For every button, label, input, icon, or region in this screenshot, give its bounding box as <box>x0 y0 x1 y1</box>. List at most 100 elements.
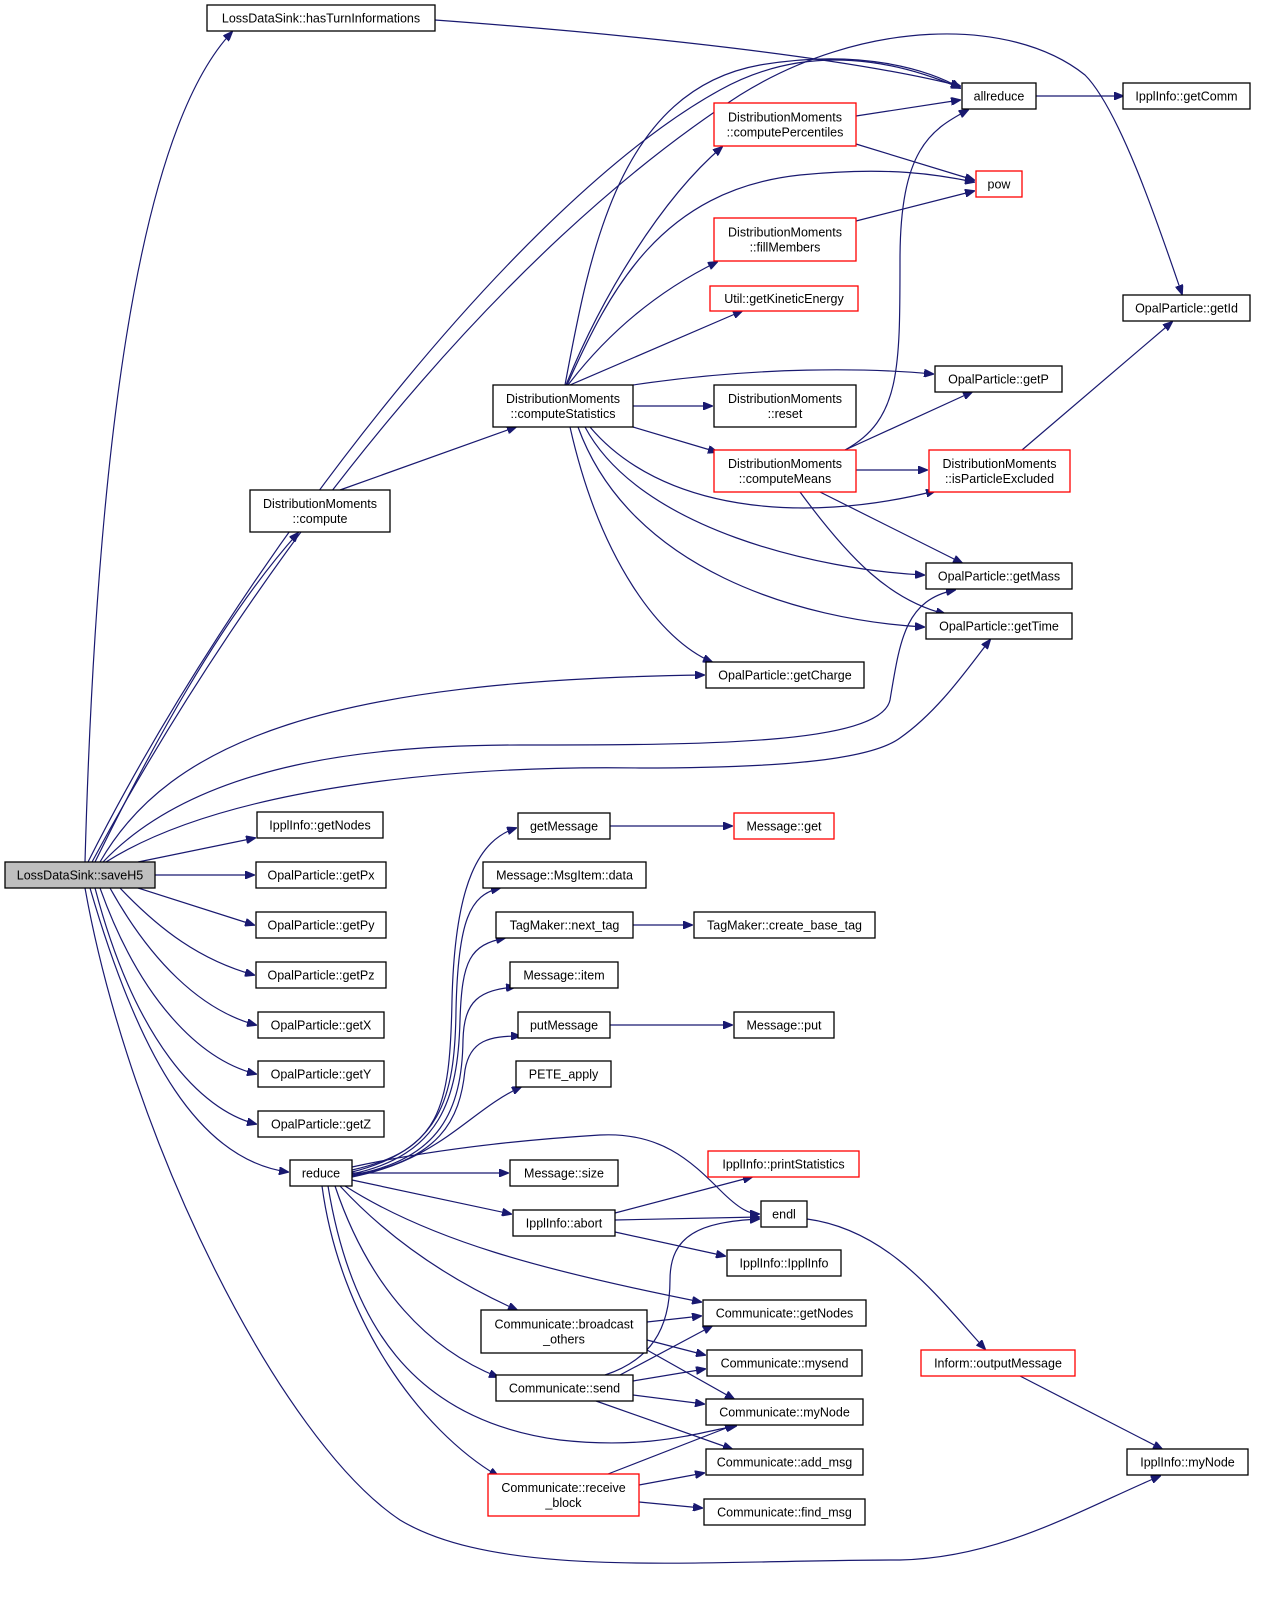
node-getp[interactable]: OpalParticle::getP <box>934 365 1063 393</box>
edge-reduce-to-commgetnodes <box>344 1185 701 1302</box>
node-label: IpplInfo::IpplInfo <box>740 1257 829 1271</box>
edge-savehs-to-getpy <box>137 887 254 925</box>
node-comppct[interactable]: DistributionMoments::computePercentiles <box>713 102 857 147</box>
node-send[interactable]: Communicate::send <box>495 1374 634 1402</box>
node-compmeans[interactable]: DistributionMoments::computeMeans <box>713 449 857 493</box>
node-box <box>495 1374 634 1402</box>
node-createtag[interactable]: TagMaker::create_base_tag <box>693 911 876 939</box>
node-getx[interactable]: OpalParticle::getX <box>257 1011 385 1039</box>
node-printstats[interactable]: IpplInfo::printStatistics <box>707 1150 860 1178</box>
node-box <box>975 170 1023 198</box>
node-endl[interactable]: endl <box>760 1200 808 1228</box>
node-label: Message::item <box>523 969 604 983</box>
node-allreduce[interactable]: allreduce <box>961 82 1037 110</box>
node-mysend[interactable]: Communicate::mysend <box>706 1349 863 1377</box>
node-commgetnodes[interactable]: Communicate::getNodes <box>702 1299 867 1327</box>
node-getpx[interactable]: OpalParticle::getPx <box>255 861 387 889</box>
node-fillmem[interactable]: DistributionMoments::fillMembers <box>713 217 857 262</box>
node-hasturn[interactable]: LossDataSink::hasTurnInformations <box>206 4 436 32</box>
node-label: Util::getKineticEnergy <box>724 292 844 306</box>
edge-recvblock-to-mynode <box>607 1425 734 1475</box>
node-label: OpalParticle::getTime <box>939 620 1059 634</box>
node-label: OpalParticle::getY <box>271 1068 372 1082</box>
edge-savehs-to-getcharge <box>99 675 704 863</box>
node-label: OpalParticle::getMass <box>938 570 1060 584</box>
node-gettime[interactable]: OpalParticle::getTime <box>925 612 1073 640</box>
node-getnodes_ippl[interactable]: IpplInfo::getNodes <box>256 811 384 839</box>
edge-outmsg-to-ipplmynode <box>1019 1375 1162 1449</box>
edge-abort-to-endl <box>614 1217 759 1220</box>
node-getpy[interactable]: OpalParticle::getPy <box>255 911 387 939</box>
node-label: IpplInfo::printStatistics <box>722 1158 844 1172</box>
edge-send-to-addmsg <box>595 1400 732 1449</box>
node-bcast[interactable]: Communicate::broadcast_others <box>480 1309 648 1354</box>
node-label: IpplInfo::getComm <box>1135 90 1237 104</box>
node-putmessage[interactable]: putMessage <box>517 1011 611 1039</box>
node-msgitemdata[interactable]: Message::MsgItem::data <box>482 861 647 889</box>
node-findmsg[interactable]: Communicate::find_msg <box>703 1498 866 1526</box>
node-getz[interactable]: OpalParticle::getZ <box>257 1110 385 1138</box>
node-getmass[interactable]: OpalParticle::getMass <box>925 562 1073 590</box>
edge-bcast-to-mynode <box>646 1349 734 1399</box>
node-box <box>255 961 387 989</box>
node-outmsg[interactable]: Inform::outputMessage <box>920 1349 1076 1377</box>
node-label: Message::get <box>746 820 822 834</box>
node-label: _others <box>542 1333 585 1347</box>
node-label: ::computeStatistics <box>511 407 616 421</box>
node-kinetic[interactable]: Util::getKineticEnergy <box>709 285 859 312</box>
node-box <box>517 812 611 840</box>
node-label: OpalParticle::getId <box>1135 302 1238 316</box>
edge-compstat-to-getp <box>632 370 933 386</box>
node-box <box>257 1060 385 1088</box>
node-label: LossDataSink::saveH5 <box>17 869 144 883</box>
node-peteapply[interactable]: PETE_apply <box>515 1060 612 1088</box>
node-msgget[interactable]: Message::get <box>733 812 835 840</box>
node-reduce[interactable]: reduce <box>289 1159 353 1187</box>
edge-savehs-to-gety <box>99 887 256 1074</box>
node-savehs[interactable]: LossDataSink::saveH5 <box>4 861 156 889</box>
edge-abort-to-ipplinfo <box>614 1231 725 1256</box>
node-label: allreduce <box>974 90 1025 104</box>
node-getmessage[interactable]: getMessage <box>517 812 611 840</box>
node-recvblock[interactable]: Communicate::receive_block <box>487 1473 640 1517</box>
node-label: IpplInfo::abort <box>526 1217 603 1231</box>
node-addmsg[interactable]: Communicate::add_msg <box>705 1448 864 1476</box>
edge-fillmem-to-pow <box>855 191 974 222</box>
node-abort[interactable]: IpplInfo::abort <box>512 1209 616 1237</box>
edge-reduce-to-peteapply <box>351 1087 521 1178</box>
node-box <box>492 384 634 428</box>
node-box <box>255 911 387 939</box>
node-msgsize[interactable]: Message::size <box>509 1159 619 1187</box>
node-box <box>709 285 859 312</box>
node-msgput[interactable]: Message::put <box>733 1011 835 1039</box>
node-getcomm[interactable]: IpplInfo::getComm <box>1122 82 1251 110</box>
edge-reduce-to-abort <box>351 1179 511 1214</box>
node-label: DistributionMoments <box>943 457 1057 471</box>
edge-hasturn-to-allreduce <box>434 19 960 86</box>
node-getpz[interactable]: OpalParticle::getPz <box>255 961 387 989</box>
node-box <box>733 812 835 840</box>
node-mynode[interactable]: Communicate::myNode <box>705 1398 864 1426</box>
edge-compstat-to-getcharge <box>569 426 712 662</box>
node-pow[interactable]: pow <box>975 170 1023 198</box>
node-isexcl[interactable]: DistributionMoments::isParticleExcluded <box>928 449 1071 493</box>
node-label: IpplInfo::myNode <box>1140 1456 1235 1470</box>
node-label: DistributionMoments <box>728 226 842 240</box>
node-getcharge[interactable]: OpalParticle::getCharge <box>705 661 865 689</box>
node-ipplinfo[interactable]: IpplInfo::IpplInfo <box>726 1249 842 1277</box>
node-nexttag[interactable]: TagMaker::next_tag <box>495 911 634 939</box>
node-label: TagMaker::next_tag <box>510 919 620 933</box>
node-box <box>706 1349 863 1377</box>
node-ipplmynode[interactable]: IpplInfo::myNode <box>1126 1448 1249 1476</box>
node-reset[interactable]: DistributionMoments::reset <box>713 384 857 428</box>
node-msgitem[interactable]: Message::item <box>509 961 619 989</box>
node-box <box>713 449 857 493</box>
node-gety[interactable]: OpalParticle::getY <box>257 1060 385 1088</box>
node-compute[interactable]: DistributionMoments::compute <box>249 489 391 533</box>
node-box <box>713 217 857 262</box>
edge-reduce-to-msgitemdata <box>351 888 500 1173</box>
edge-compstat-to-comppct <box>565 147 722 386</box>
node-getid[interactable]: OpalParticle::getId <box>1122 294 1251 322</box>
node-compstat[interactable]: DistributionMoments::computeStatistics <box>492 384 634 428</box>
node-box <box>289 1159 353 1187</box>
